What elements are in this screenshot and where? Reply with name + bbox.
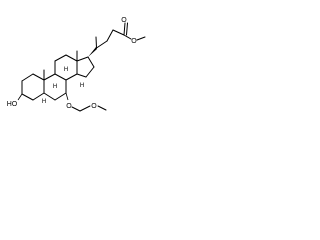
bond [106,29,114,42]
bond [79,105,91,112]
bond [95,36,97,49]
hydroxyl-group: HO [7,93,23,108]
bond [76,73,87,78]
bond [43,73,56,81]
ether-oxygen-label-2: O [91,103,97,110]
hashed-bond [65,92,69,101]
bond [43,92,56,101]
bond [96,40,108,49]
ring-b [43,73,67,101]
methyl-ester-bond [136,36,146,41]
bond [21,73,34,82]
bond [21,93,34,101]
bond [32,73,45,81]
hashed-bond [17,93,23,101]
wedge-bond [88,47,97,57]
bond [76,56,89,62]
ether-oxygen-label-1: O [66,103,72,110]
ring-d [76,56,95,78]
bond [54,92,67,101]
bond [65,54,78,62]
ring-c [54,54,78,81]
h-label-c5: H [42,99,46,105]
bond [87,56,95,68]
bond [32,92,45,101]
bond [65,73,78,81]
angular-methyls [43,50,78,81]
h-label-c8: H [64,67,68,73]
bond [85,66,95,78]
ester-oxygen-label: O [131,38,137,45]
chemical-structure: O O HO O O H H H H [7,17,146,112]
h-label-c14: H [80,83,84,89]
bond [112,29,125,36]
carbonyl-oxygen-label: O [121,17,127,24]
bond [97,105,107,111]
h-label-c9: H [53,84,57,90]
bond [54,73,67,81]
methoxymethoxy-group: O O [65,92,107,112]
bond [54,54,67,62]
carbonyl-bond-double [126,22,128,36]
side-chain [88,22,146,57]
bond [123,34,132,40]
carbonyl-bond [123,22,126,36]
hydroxyl-label: HO [7,101,18,108]
ring-a [21,73,45,101]
bond [71,106,81,112]
